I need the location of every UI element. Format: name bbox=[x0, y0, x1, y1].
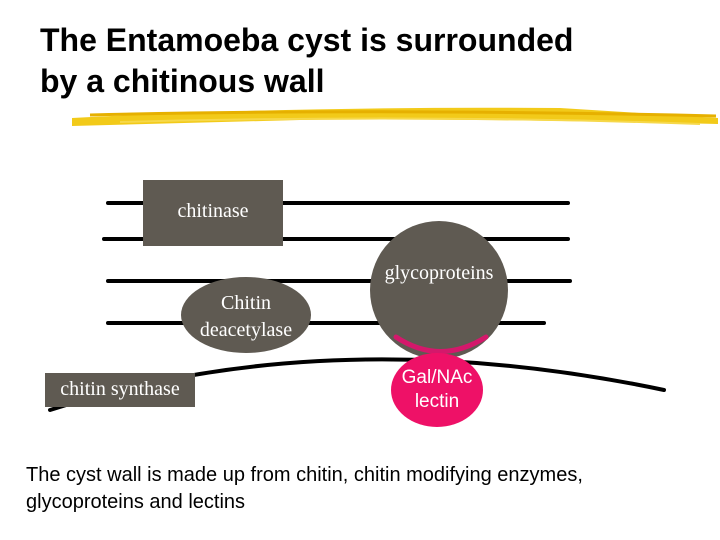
glycoproteins-label: glycoproteins bbox=[384, 262, 494, 284]
title-underline bbox=[72, 107, 718, 126]
chitin-synthase-box bbox=[45, 373, 195, 407]
chitinase-label: chitinase bbox=[177, 200, 249, 222]
slide-title-line2: by a chitinous wall bbox=[40, 63, 325, 99]
galnac-lectin-label: Gal/NAc lectin bbox=[391, 366, 483, 414]
lectin-binding-arc bbox=[393, 334, 489, 354]
chitin-deacetylase-label: Chitin deacetylase bbox=[181, 290, 311, 344]
chitin-deacetylase-shape bbox=[181, 277, 311, 353]
galnac-lectin-label-line2: lectin bbox=[414, 391, 460, 412]
glycoproteins-shape bbox=[370, 221, 508, 359]
slide-caption: The cyst wall is made up from chitin, ch… bbox=[26, 464, 583, 513]
chitin-deacetylase-label-line2: deacetylase bbox=[199, 319, 293, 341]
chitinase-box bbox=[143, 180, 283, 246]
galnac-lectin-shape bbox=[391, 353, 483, 427]
chitin-deacetylase-label-line1: Chitin bbox=[220, 292, 271, 314]
galnac-lectin-label-line1: Gal/NAc bbox=[401, 367, 473, 388]
chitin-synthase-label: chitin synthase bbox=[60, 378, 180, 400]
slide-title: The Entamoeba cyst is surrounded by a ch… bbox=[40, 20, 680, 102]
slide-title-line1: The Entamoeba cyst is surrounded bbox=[40, 22, 574, 58]
